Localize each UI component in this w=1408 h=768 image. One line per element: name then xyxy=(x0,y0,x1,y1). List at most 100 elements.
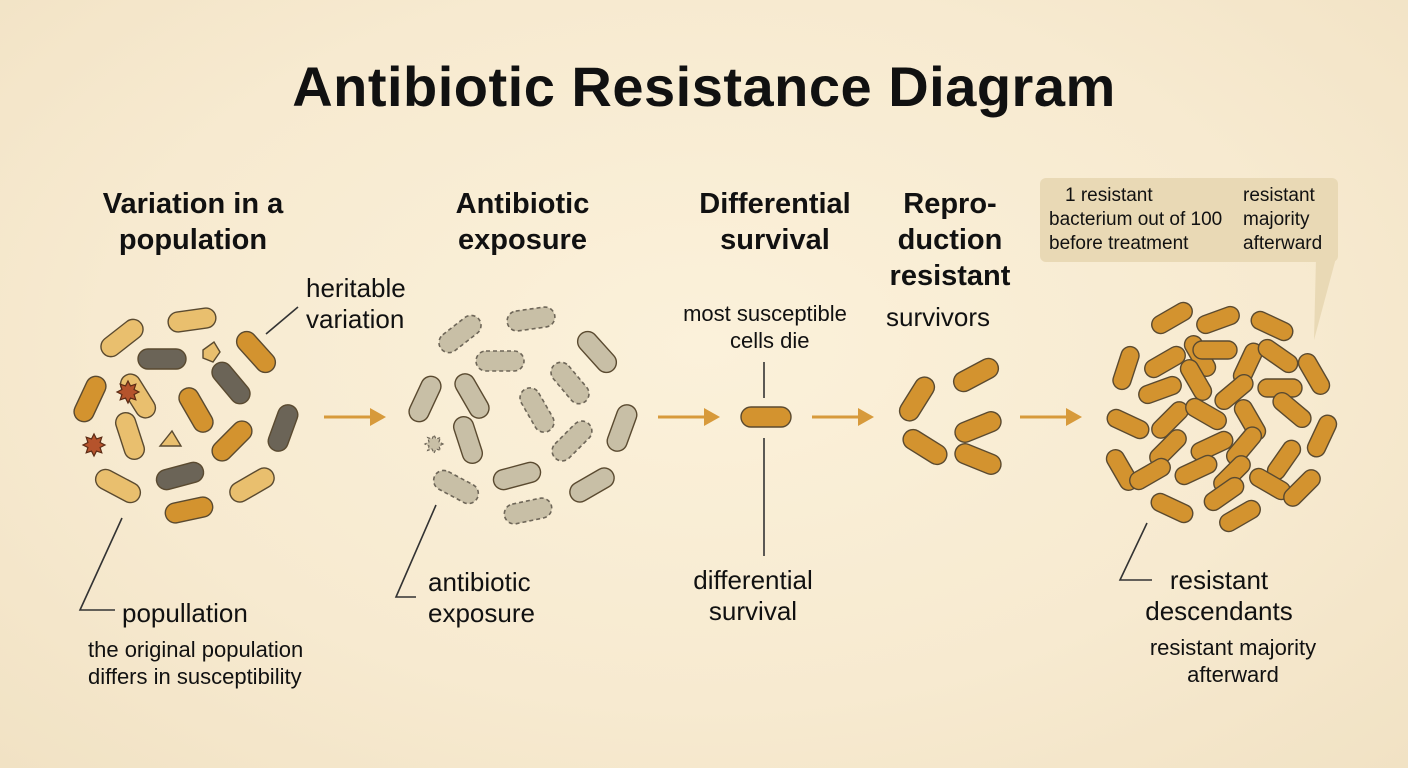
heading-line: survival xyxy=(720,224,830,256)
bacterium-icon xyxy=(1219,499,1261,533)
heading-line: Repro- xyxy=(903,188,997,220)
cell-fragment-icon xyxy=(158,429,183,447)
label-line: variation xyxy=(306,304,405,334)
bacterium-icon xyxy=(1306,414,1338,458)
callout-line: majority xyxy=(1243,209,1310,230)
bacterium-icon xyxy=(902,428,948,466)
label-line: descendants xyxy=(1145,596,1293,626)
bacterium-icon xyxy=(1150,492,1194,524)
bacterium-icon xyxy=(432,469,480,505)
bacterium-icon xyxy=(1185,397,1227,431)
callout-line: bacterium out of 100 xyxy=(1049,209,1223,230)
page-title: Antibiotic Resistance Diagram xyxy=(292,55,1116,118)
bacterium-icon xyxy=(1106,408,1150,440)
callout-pointer xyxy=(1314,258,1336,340)
bacterium-icon xyxy=(506,306,556,332)
bacterium-icon xyxy=(740,406,792,428)
heading-line: population xyxy=(118,224,268,256)
leader-line xyxy=(394,504,437,598)
bacterium-icon xyxy=(551,420,593,462)
bacterium-icon xyxy=(1174,454,1218,486)
bacterium-icon xyxy=(606,404,638,452)
bacterium-icon xyxy=(164,496,214,524)
bacterium-icon xyxy=(954,443,1002,475)
spiky-cell-icon xyxy=(115,379,141,405)
heading-line: Antibiotic xyxy=(455,188,590,220)
stage-heading-variation: Variation in a population xyxy=(98,186,288,258)
bacterium-icon xyxy=(1138,375,1182,405)
bacterium-icon xyxy=(229,467,275,503)
label-line: antibiotic xyxy=(428,567,531,597)
bacterium-icon xyxy=(503,497,553,525)
note-line: resistant majority xyxy=(1149,635,1317,660)
bacterium-icon xyxy=(211,361,251,405)
stage-heading-survival: Differential survival xyxy=(690,186,860,258)
bacterium-icon xyxy=(475,350,525,372)
callout-line: before treatment xyxy=(1049,233,1189,254)
label-line: heritable xyxy=(306,273,406,303)
stage-heading-reproduction: Repro- duction resistant xyxy=(880,186,1020,294)
arrow-right-icon xyxy=(658,408,720,426)
bacterium-icon xyxy=(178,387,214,433)
leader-line xyxy=(265,306,299,335)
leader-line xyxy=(78,517,123,611)
spiky-cell-icon xyxy=(81,432,107,458)
bacterium-icon xyxy=(438,314,482,354)
heading-line: Differential xyxy=(699,188,851,220)
bacterium-icon xyxy=(114,411,146,461)
bacterium-icon xyxy=(1283,469,1321,507)
bacterium-icon xyxy=(137,348,187,370)
susceptible-cells-label: most susceptible cells die xyxy=(680,300,850,354)
note-line: afterward xyxy=(1187,662,1279,687)
bacterium-icon xyxy=(952,357,1000,393)
label-line: survival xyxy=(708,596,798,626)
bacterium-icon xyxy=(492,461,542,491)
bacterium-icon xyxy=(211,420,253,462)
bacterium-icon xyxy=(452,415,484,465)
arrow-right-icon xyxy=(812,408,874,426)
bacterium-icon xyxy=(73,375,107,423)
bacterium-icon xyxy=(235,330,277,374)
note-line: the original population xyxy=(88,637,304,662)
bacterium-icon xyxy=(576,330,618,374)
bacterium-icon xyxy=(1144,345,1186,379)
callout-before: 1 resistant bacterium out of 100 before … xyxy=(1049,184,1222,256)
stage-heading-exposure: Antibiotic exposure xyxy=(440,186,605,258)
bacterium-icon xyxy=(267,404,299,452)
heading-line: duction xyxy=(897,224,1003,256)
population-note: the original population differs in susce… xyxy=(88,636,303,690)
stage-subheading-survivors: survivors xyxy=(886,302,991,332)
bacterium-icon xyxy=(1151,301,1193,335)
callout-after: resistant majority afterward xyxy=(1243,184,1322,256)
bacterium-icon xyxy=(408,375,442,423)
callout-line: afterward xyxy=(1243,233,1323,254)
note-line: cells die xyxy=(730,328,810,353)
note-line: differs in susceptibility xyxy=(88,664,302,689)
label-line: resistant xyxy=(1169,565,1269,595)
differential-survival-label: differential survival xyxy=(683,565,823,627)
spiky-cell-icon xyxy=(423,433,445,455)
bacterium-icon xyxy=(100,318,144,358)
bacterium-icon xyxy=(1192,340,1238,360)
bacterium-icon xyxy=(1203,476,1245,512)
bacterium-icon xyxy=(1196,305,1240,335)
bacterium-icon xyxy=(1129,457,1171,491)
note-line: most susceptible xyxy=(683,301,847,326)
bacterium-icon xyxy=(569,467,615,503)
label-line: exposure xyxy=(428,598,535,628)
bacterium-icon xyxy=(167,307,217,333)
heading-line: Variation in a xyxy=(102,188,284,220)
label-line: differential xyxy=(693,565,813,595)
bacterium-icon xyxy=(1190,430,1234,462)
heading-line: exposure xyxy=(458,224,587,256)
resistant-majority-label: resistant majority afterward xyxy=(1138,634,1328,688)
bacterium-icon xyxy=(94,468,142,504)
ratio-callout: 1 resistant bacterium out of 100 before … xyxy=(1040,178,1338,262)
bacterium-icon xyxy=(550,361,590,405)
bacterium-icon xyxy=(1214,373,1254,411)
bacterium-icon xyxy=(155,461,205,491)
bacterium-icon xyxy=(954,411,1002,443)
bacterium-icon xyxy=(1112,345,1140,391)
bacterium-icon xyxy=(1272,391,1312,429)
